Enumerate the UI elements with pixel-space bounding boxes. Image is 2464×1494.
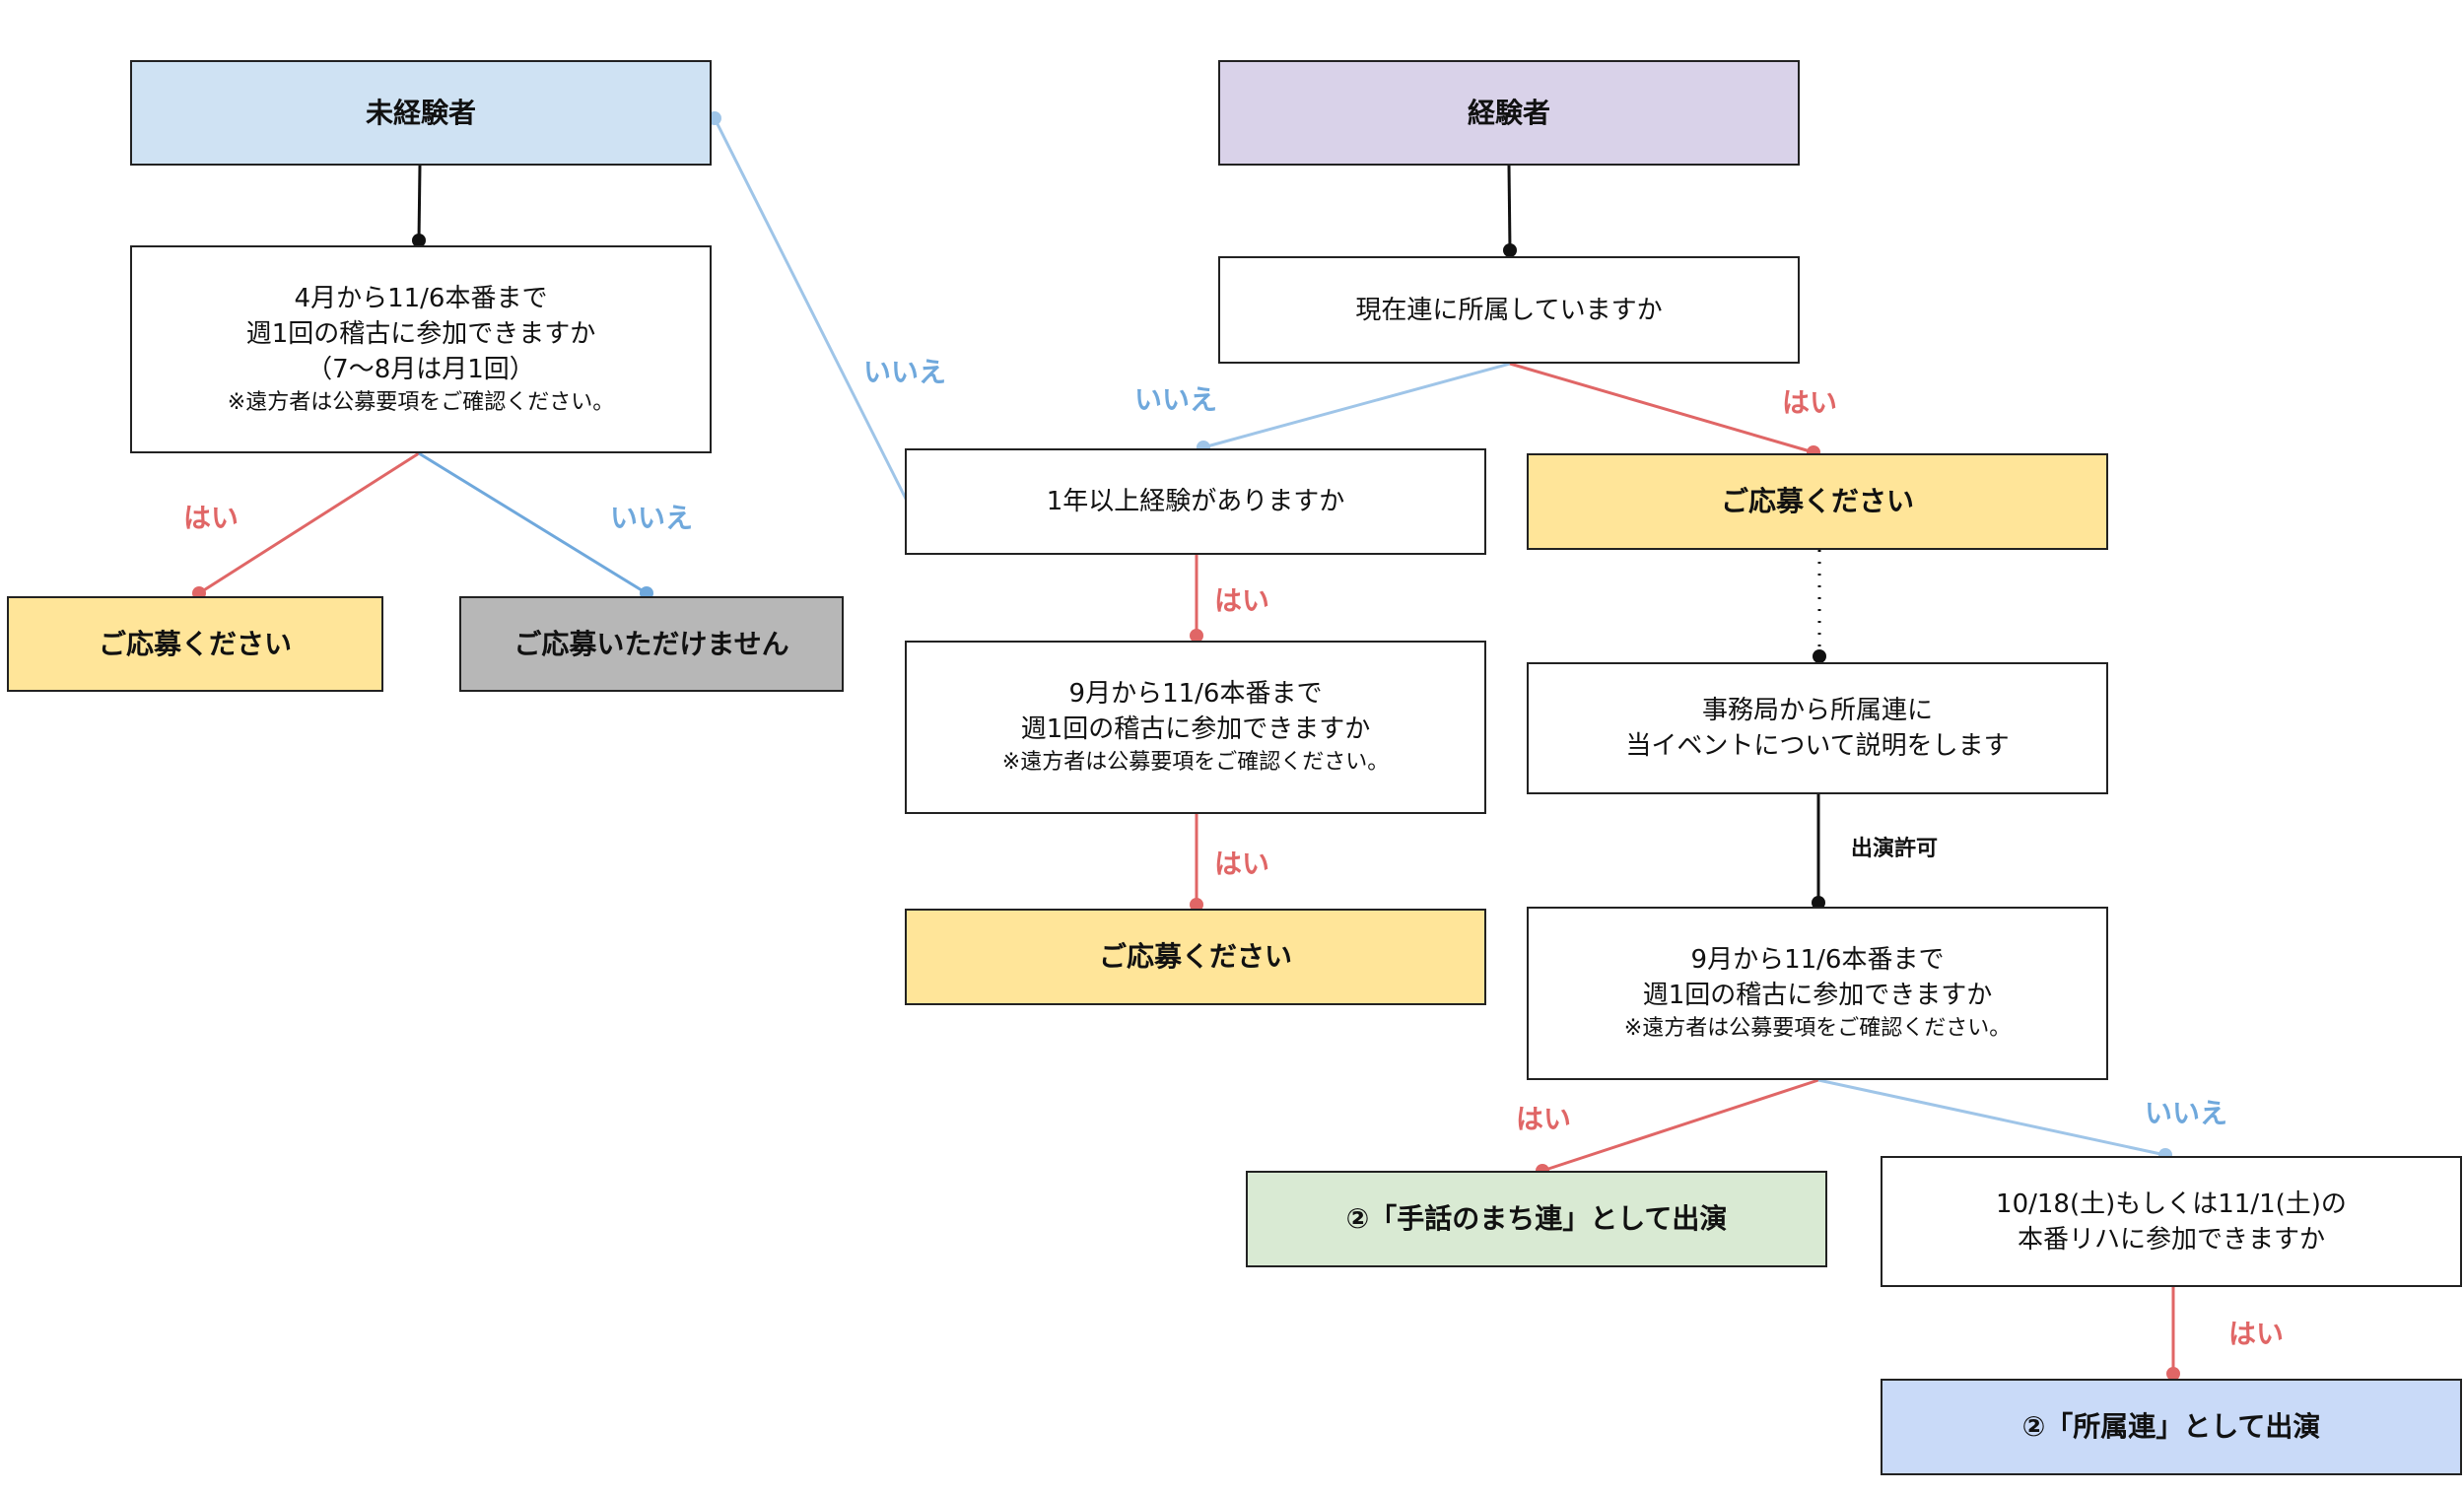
node-question-weekly-sept-mid: 9月から11/6本番まで 週1回の稽古に参加できますか ※遠方者は公募要項をご確…	[905, 641, 1486, 814]
node-apply-left-label: ご応募ください	[98, 627, 292, 660]
node-apply-mid: ご応募ください	[905, 909, 1486, 1005]
node-inexperienced-label: 未経験者	[365, 96, 476, 129]
question-line: 週1回の稽古に参加できますか	[1020, 714, 1371, 744]
node-apply-right-label: ご応募ください	[1720, 485, 1914, 517]
question-line: 9月から11/6本番まで	[1068, 679, 1323, 709]
connector-experienced-to-q	[1507, 165, 1512, 251]
node-experienced-label: 経験者	[1467, 96, 1550, 129]
label-yes: はい	[1214, 848, 1270, 880]
label-yes: はい	[2228, 1318, 2285, 1350]
node-perform-own-label: ②「所属連」として出演	[2021, 1410, 2321, 1443]
connector-dot	[412, 234, 426, 247]
label-no: いいえ	[610, 502, 694, 534]
connector-weekly-right-yes	[1541, 1078, 1819, 1173]
node-question-rehearsal: 10/18(土)もしくは11/1(土)の 本番リハに参加できますか	[1881, 1156, 2462, 1287]
node-question-one-year: 1年以上経験がありますか	[905, 448, 1486, 555]
node-perform-shuwa: ②「手話のまち連」として出演	[1246, 1171, 1827, 1267]
question-line: 週1回の稽古に参加できますか	[245, 318, 596, 349]
label-no: いいえ	[863, 356, 947, 388]
connector-inexperienced-no	[713, 117, 909, 502]
connector-q-no	[418, 451, 648, 595]
question-line: 本番リハに参加できますか	[2017, 1224, 2325, 1255]
connector-ren-no	[1202, 362, 1511, 449]
question-line: 週1回の稽古に参加できますか	[1642, 981, 1993, 1010]
node-reject-left-label: ご応募いただけません	[513, 627, 789, 660]
node-question-weekly-sept-right: 9月から11/6本番まで 週1回の稽古に参加できますか ※遠方者は公募要項をご確…	[1527, 907, 2108, 1080]
node-office-explain: 事務局から所属連に 当イベントについて説明をします	[1527, 662, 2108, 794]
node-experienced: 経験者	[1218, 60, 1800, 166]
label-yes: はい	[1516, 1103, 1572, 1135]
label-yes: はい	[1214, 584, 1270, 617]
explain-line: 当イベントについて説明をします	[1625, 731, 2010, 761]
label-yes: はい	[183, 502, 240, 534]
connector-dot	[1813, 649, 1826, 663]
node-perform-shuwa-label: ②「手話のまち連」として出演	[1345, 1202, 1728, 1235]
question-note: ※遠方者は公募要項をご確認ください。	[227, 389, 615, 415]
label-permission: 出演許可	[1851, 837, 1939, 861]
node-perform-own: ②「所属連」として出演	[1881, 1379, 2462, 1475]
node-question-weekly-april: 4月から11/6本番まで 週1回の稽古に参加できますか （7～8月は月1回） ※…	[130, 245, 712, 453]
connector-inexperienced-to-q	[417, 165, 422, 241]
label-no: いいえ	[1134, 383, 1218, 416]
connector-ren-yes	[1509, 362, 1814, 454]
question-line: （7～8月は月1回）	[307, 354, 535, 384]
node-apply-mid-label: ご応募ください	[1098, 940, 1292, 973]
connector-dot	[1190, 898, 1203, 912]
node-inexperienced: 未経験者	[130, 60, 712, 166]
connector-dot	[1812, 896, 1825, 910]
question-line: 10/18(土)もしくは11/1(土)の	[1996, 1188, 2347, 1219]
question-line: 1年以上経験がありますか	[1046, 487, 1345, 516]
label-no: いいえ	[2145, 1097, 2228, 1129]
explain-line: 事務局から所属連に	[1701, 696, 1933, 725]
question-line: 現在連に所属していますか	[1355, 295, 1663, 325]
question-line: 9月から11/6本番まで	[1690, 945, 1945, 975]
connector-dot	[1190, 629, 1203, 643]
question-note: ※遠方者は公募要項をご確認ください。	[1623, 1016, 2012, 1041]
label-yes: はい	[1782, 386, 1838, 419]
question-note: ※遠方者は公募要項をご確認ください。	[1001, 750, 1390, 775]
node-question-in-ren: 現在連に所属していますか	[1218, 256, 1800, 364]
connector-dot	[1503, 243, 1517, 257]
connector-dot	[2166, 1367, 2180, 1381]
connector-weekly-right-no	[1817, 1078, 2166, 1157]
question-line: 4月から11/6本番まで	[294, 283, 548, 313]
connector-q-yes	[198, 451, 420, 595]
node-apply-left: ご応募ください	[7, 596, 383, 692]
node-reject-left: ご応募いただけません	[459, 596, 844, 692]
node-apply-right: ご応募ください	[1527, 453, 2108, 550]
